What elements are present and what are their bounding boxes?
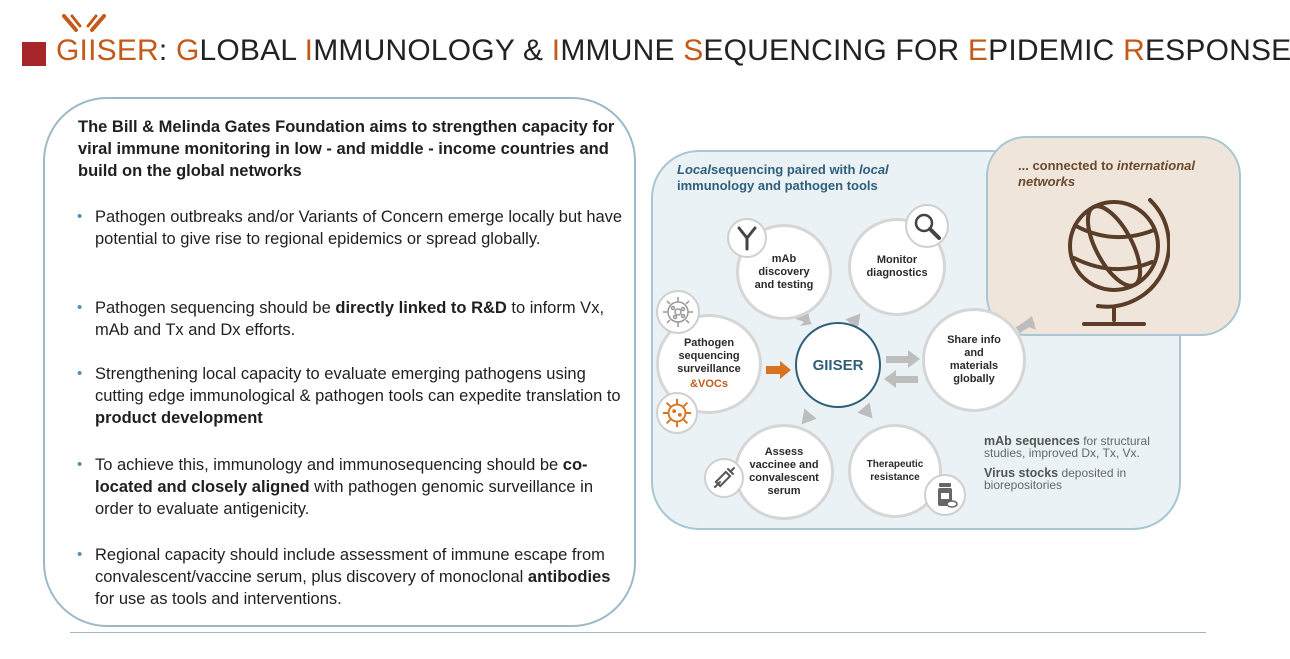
globe-icon [1068,198,1170,326]
title-segment: PIDEMIC [988,34,1124,67]
bullet-run: to inform Vx, mAb and Tx and Dx efforts. [95,299,605,339]
bullet-run: with pathogen genomic surveillance in or… [95,478,593,518]
outputs-notes: mAb sequences for structural studies, im… [984,435,1184,491]
title-segment: MMUNOLOGY & [313,34,552,67]
title-segment: EQUENCING FOR [703,34,968,67]
page-title: GIISER: GLOBAL IMMUNOLOGY & IMMUNE SEQUE… [56,34,1290,68]
international-heading: ... connected to international networks [1018,158,1195,189]
bullet-text: Strengthening local capacity to evaluate… [95,363,625,429]
title-marker-square [22,42,46,66]
assess-serum-node: Assess vaccinee and convalescent serum [734,424,834,520]
title-initial: I [304,34,314,67]
title-initial: R [1123,34,1145,67]
virus-icon [656,290,700,334]
mab-discovery-node: mAb discovery and testing [736,224,832,320]
bullet-run: Regional capacity should include assessm… [95,546,605,586]
bullet-text: Pathogen outbreaks and/or Variants of Co… [95,206,625,250]
bullet-run: Pathogen outbreaks and/or Variants of Co… [95,208,623,248]
pill-bottle-icon [924,474,966,516]
intro-statement: The Bill & Melinda Gates Foundation aims… [78,118,615,180]
title-initial: S [683,34,704,67]
variant-virus-icon [656,392,698,434]
bullet-run: Strengthening local capacity to evaluate… [95,365,621,405]
virus-stocks-note: Virus stocks deposited in biorepositorie… [984,466,1127,492]
bullet-emphasis: product development [95,409,263,427]
magnifier-icon [905,204,949,248]
giiser-logo-icon [62,14,106,32]
bullet-emphasis: co-located and closely aligned [95,456,588,496]
mab-sequences-note: mAb sequences for structural studies, im… [984,434,1150,460]
syringe-icon [704,458,744,498]
title-text: : GLOBAL IMMUNOLOGY & IMMUNE SEQUENCING … [159,34,1290,67]
bullet-emphasis: antibodies [527,568,611,586]
bullet-run: To achieve this, immunology and immunose… [95,456,563,474]
bullet-text: Regional capacity should include assessm… [95,544,625,610]
giiser-center-node: GIISER [795,322,881,408]
bullet-text: To achieve this, immunology and immunose… [95,454,625,520]
title-segment: : [158,34,176,67]
title-initial: E [967,34,989,67]
flow-arrows [766,308,1036,425]
bullet-emphasis: directly linked to R&D [335,299,507,317]
summary-panel [43,97,636,627]
title-segment: LOBAL [199,34,305,67]
antibody-icon [727,218,767,258]
title-segment: MMUNE [560,34,684,67]
bullet-text: Pathogen sequencing should be directly l… [95,297,625,341]
title-initial: G [175,34,200,67]
bullet-run: Pathogen sequencing should be [95,299,336,317]
logo-text: GIISER [56,34,159,67]
bullet-run: for use as tools and interventions. [95,590,342,608]
share-info-node: Share info and materials globally [922,308,1026,412]
title-segment: ESPONSE [1144,34,1290,67]
title-initial: I [551,34,561,67]
footer-divider [70,632,1206,633]
